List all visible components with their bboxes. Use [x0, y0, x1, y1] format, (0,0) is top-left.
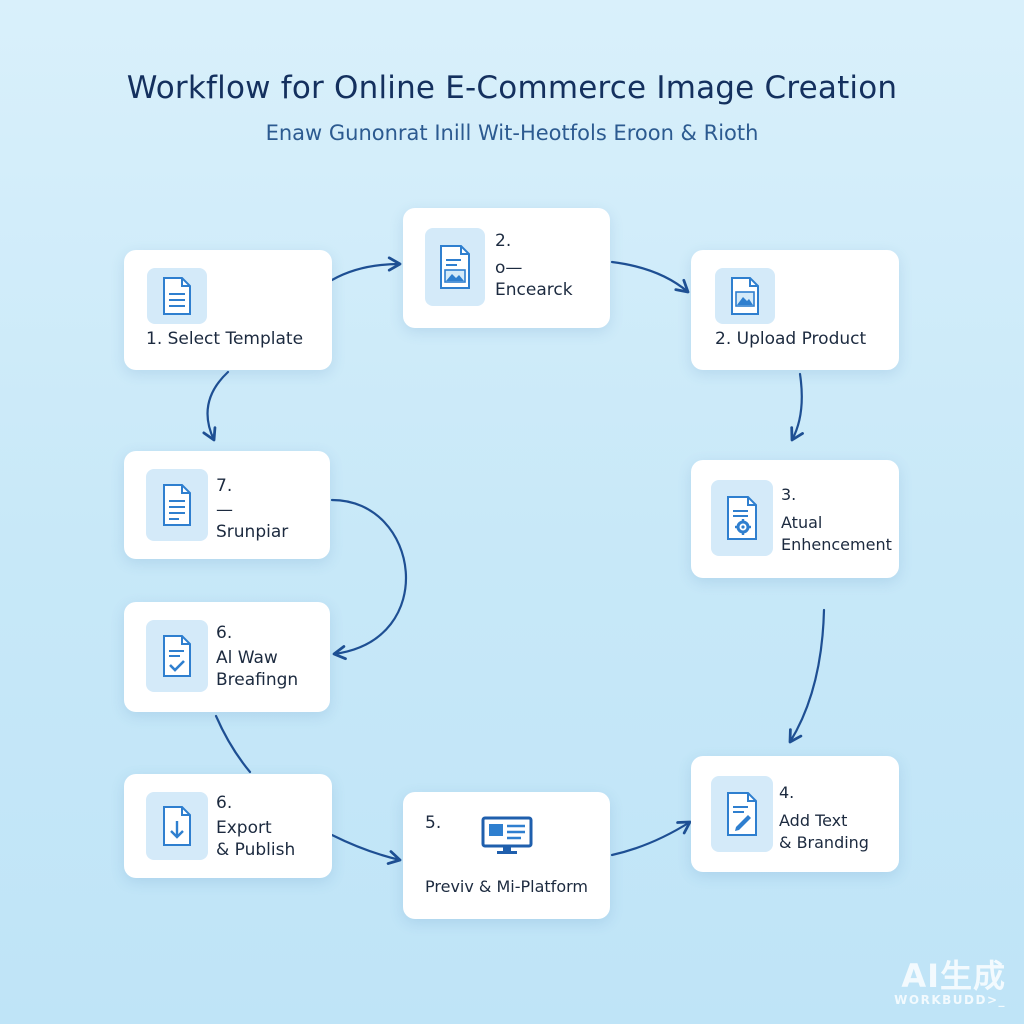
step-card-visual-enhancement[interactable]: 3. Atual Enhencement — [691, 460, 899, 578]
settings-document-icon — [711, 480, 773, 556]
download-document-icon — [146, 792, 208, 860]
arrow-template-to-snapshot — [202, 370, 230, 442]
watermark-main: AI生成 — [901, 957, 1006, 995]
arrow-template-to-research — [330, 256, 402, 282]
image-file-icon — [715, 268, 775, 324]
step-card-select-template[interactable]: 1. Select Template — [124, 250, 332, 370]
edit-document-icon — [711, 776, 773, 852]
check-document-icon — [146, 620, 208, 692]
document-icon — [147, 268, 207, 324]
step-card-upload-product[interactable]: 2. Upload Product — [691, 250, 899, 370]
image-document-icon — [425, 228, 485, 306]
step-number: 5. — [425, 813, 442, 833]
step-label: 1. Select Template — [146, 329, 304, 349]
step-card-add-text-branding[interactable]: 4. Add Text & Branding — [691, 756, 899, 872]
connector-review-to-export — [214, 714, 252, 774]
step-card-snapshot[interactable]: 7. — Srunpiar — [124, 451, 330, 559]
step-label: 6. Export & Publish — [216, 793, 296, 860]
watermark-sub: WORKBUDD>_ — [894, 993, 1006, 1007]
arrow-preview-to-text — [610, 820, 692, 857]
document-icon — [146, 469, 208, 541]
page-title: Workflow for Online E-Commerce Image Cre… — [126, 70, 898, 106]
arrow-upload-to-enhancement — [790, 372, 804, 442]
step-label: 2. Upload Product — [715, 329, 867, 349]
step-label: 7. — Srunpiar — [216, 476, 289, 542]
monitor-icon — [481, 816, 533, 856]
arrow-snapshot-to-review — [330, 498, 408, 661]
step-label: 4. Add Text & Branding — [779, 783, 869, 852]
step-label: 2. o— Encearck — [495, 231, 573, 300]
step-card-preview-platform[interactable]: 5. Previv & Mi-Platform — [403, 792, 610, 919]
step-label: 6. Al Waw Breafingn — [216, 623, 299, 690]
arrow-research-to-upload — [610, 260, 690, 294]
step-label: Previv & Mi-Platform — [425, 877, 588, 896]
step-label: 3. Atual Enhencement — [781, 485, 892, 554]
page-subtitle: Enaw Gunonrat Inill Wit-Heotfols Eroon &… — [265, 121, 759, 145]
step-card-research[interactable]: 2. o— Encearck — [403, 208, 610, 328]
arrow-enhancement-to-text — [788, 608, 826, 744]
step-card-export-publish[interactable]: 6. Export & Publish — [124, 774, 332, 878]
arrow-export-to-preview — [330, 833, 402, 865]
watermark: AI生成 WORKBUDD>_ — [894, 960, 1006, 1006]
step-card-ai-review[interactable]: 6. Al Waw Breafingn — [124, 602, 330, 712]
